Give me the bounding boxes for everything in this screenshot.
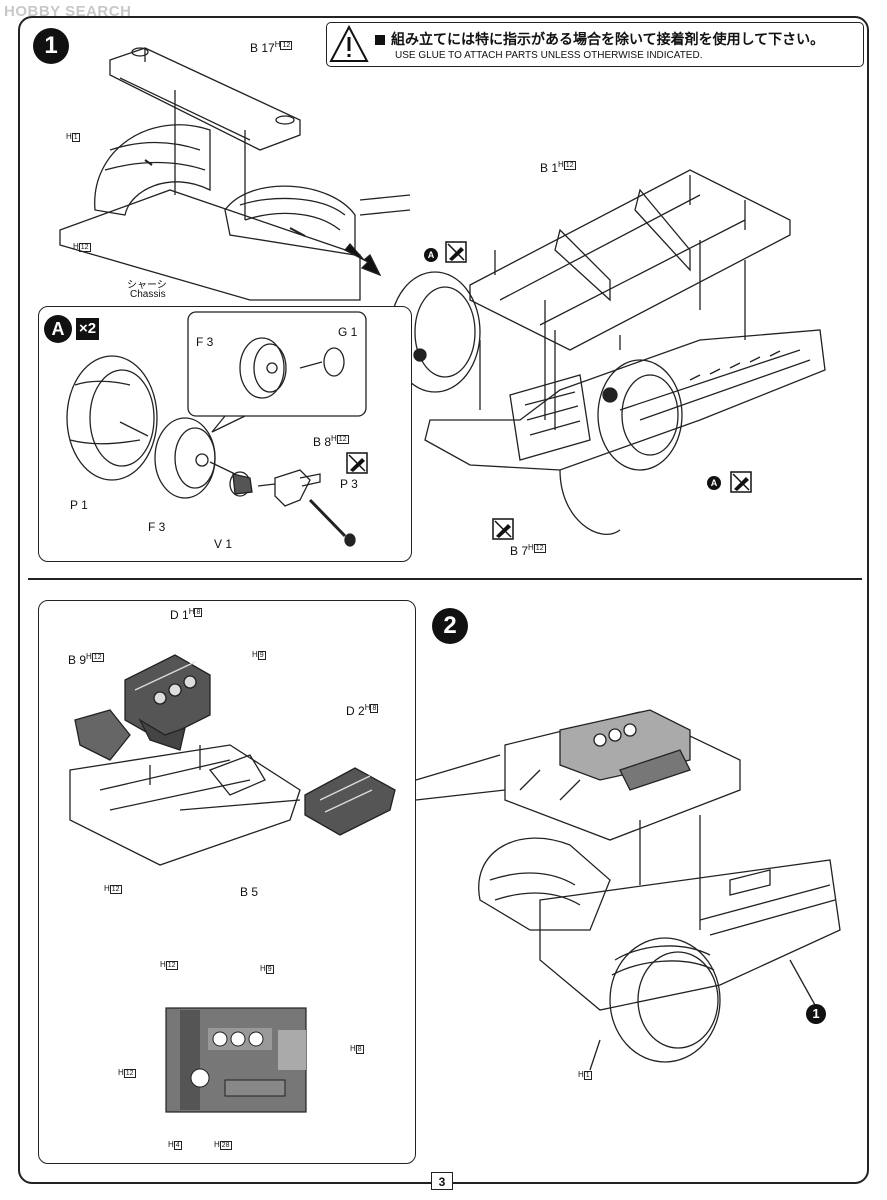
- glue-warning-banner: 組み立てには特に指示がある場合を除いて接着剤を使用して下さい。 USE GLUE…: [326, 22, 864, 67]
- marker-a-right: A: [707, 476, 721, 490]
- label-g1: G 1: [338, 325, 358, 339]
- quantity-badge: ×2: [76, 318, 100, 340]
- step-2-number: 2: [432, 608, 468, 644]
- marker-a-left: A: [424, 248, 438, 262]
- label-p3: P 3: [340, 477, 358, 491]
- no-glue-icon: [730, 471, 752, 493]
- warning-text-en: USE GLUE TO ATTACH PARTS UNLESS OTHERWIS…: [395, 50, 703, 61]
- section-divider: [28, 578, 862, 580]
- subassembly-a-inset: [38, 306, 412, 562]
- warning-icon: [329, 24, 369, 62]
- no-glue-icon: [346, 452, 368, 474]
- label-f3-top: F 3: [196, 335, 214, 349]
- subassembly-a-marker: A: [44, 315, 72, 343]
- label-v1: V 1: [214, 537, 233, 551]
- label-p1: P 1: [70, 498, 88, 512]
- label-f3: F 3: [148, 520, 166, 534]
- watermark: HOBBY SEARCH: [4, 3, 132, 20]
- label-chassis-jp: シャーシ: [127, 280, 167, 291]
- label-b5: B 5: [240, 885, 259, 899]
- page-number: 3: [431, 1172, 453, 1190]
- no-glue-icon: [492, 518, 514, 540]
- step-1-number: 1: [33, 28, 69, 64]
- warning-text-jp: 組み立てには特に指示がある場合を除いて接着剤を使用して下さい。: [375, 29, 824, 49]
- no-glue-icon: [445, 241, 467, 263]
- label-chassis-en: Chassis: [130, 289, 166, 300]
- step-1-reference-marker: 1: [806, 1004, 826, 1024]
- engine-subassembly-inset: [38, 600, 416, 1164]
